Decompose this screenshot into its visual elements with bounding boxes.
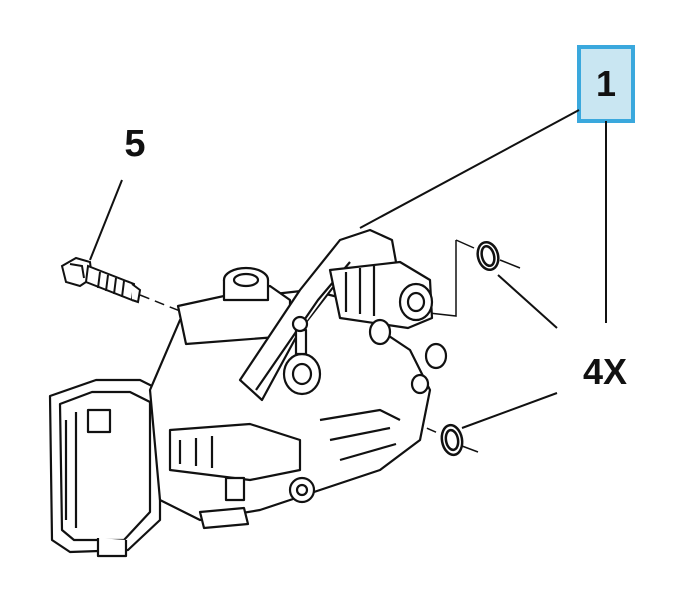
bolt-icon xyxy=(60,256,142,304)
callout-5-number: 5 xyxy=(124,123,145,165)
callout-1-number: 1 xyxy=(596,63,616,104)
callout-1: 1 xyxy=(577,45,635,123)
leader-4x-to-upper-clip xyxy=(497,274,558,329)
upper-clip-icon xyxy=(476,240,500,272)
upper-clip-axis xyxy=(499,259,521,269)
lower-clip-icon xyxy=(440,423,464,457)
bolt-axis-line xyxy=(139,294,191,316)
leader-callout-1-to-pedal xyxy=(359,109,580,229)
leader-4x-to-lower-clip xyxy=(461,392,558,429)
quantity-4x-label: 4X xyxy=(583,351,627,392)
pedal-assembly-icon xyxy=(48,228,448,558)
leader-lines xyxy=(89,109,607,429)
leader-callout-5-to-bolt xyxy=(89,179,123,261)
